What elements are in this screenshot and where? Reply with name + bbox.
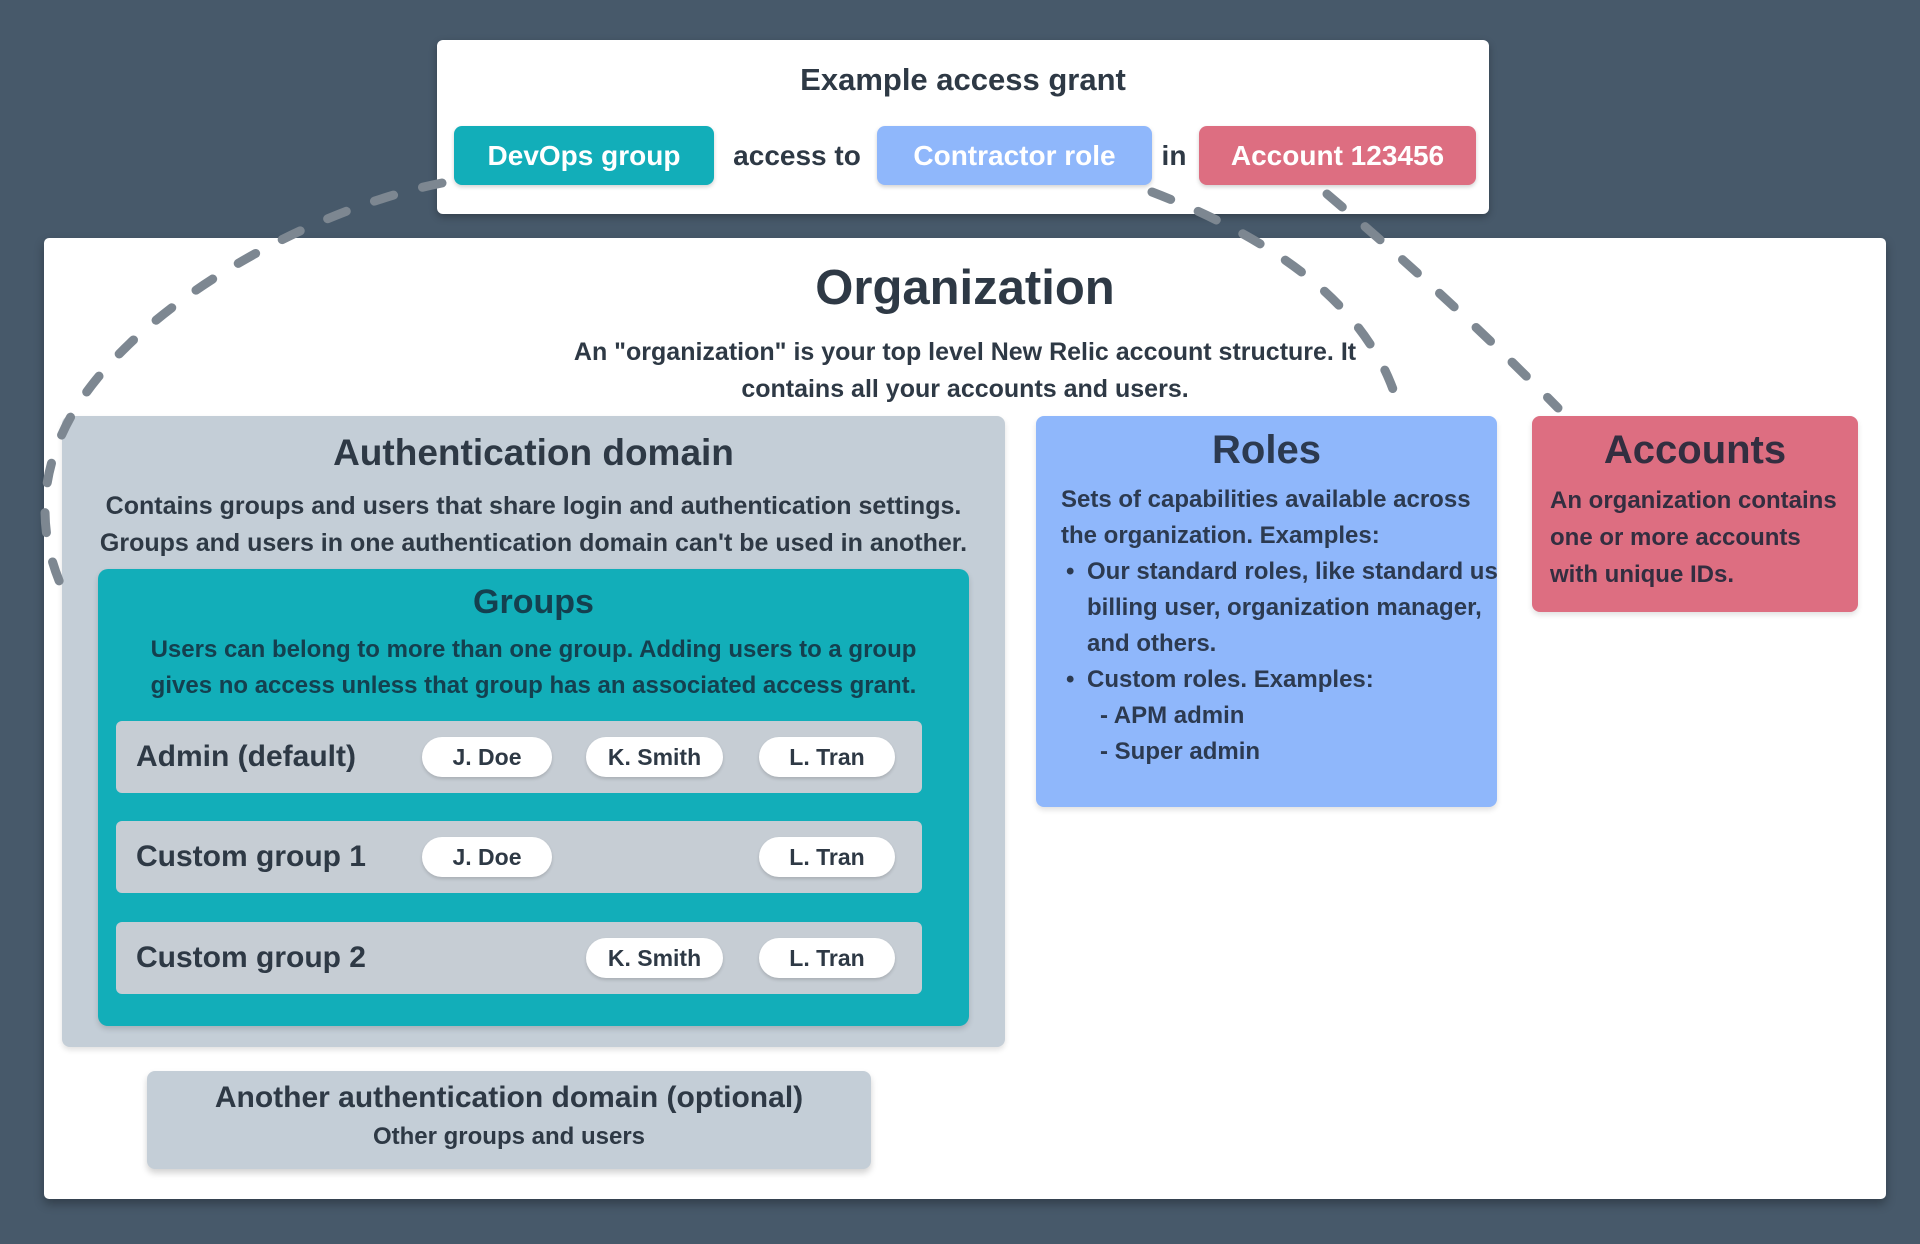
organization-subtitle: An "organization" is your top level New …: [44, 334, 1886, 408]
group-row-label: Custom group 1: [136, 840, 366, 873]
organization-subtitle-line: contains all your accounts and users.: [741, 375, 1189, 403]
group-row-label: Admin (default): [136, 740, 356, 773]
roles-bullet: Custom roles. Examples:: [1061, 662, 1497, 698]
roles-intro-line: the organization. Examples:: [1061, 522, 1380, 549]
member-pill: L. Tran: [759, 737, 895, 777]
roles-intro-line: Sets of capabilities available across: [1061, 486, 1471, 513]
organization-subtitle-line: An "organization" is your top level New …: [573, 338, 1357, 366]
another-auth-domain-subtitle: Other groups and users: [372, 1123, 646, 1150]
authentication-domain-description-line: Groups and users in one authentication d…: [99, 529, 968, 557]
authentication-domain-panel: Authentication domain Contains groups an…: [62, 416, 1005, 1047]
roles-panel: Roles Sets of capabilities available acr…: [1036, 416, 1497, 807]
group-row-label: Custom group 2: [136, 941, 366, 974]
roles-body: Sets of capabilities available across th…: [1061, 482, 1497, 770]
member-pill: J. Doe: [422, 737, 552, 777]
roles-title: Roles: [1212, 428, 1321, 472]
member-pill: J. Doe: [422, 837, 552, 877]
roles-bullet-list: Our standard roles, like standard user, …: [1061, 554, 1497, 698]
roles-subitem: - APM admin: [1100, 702, 1245, 729]
roles-subitem: - Super admin: [1100, 738, 1261, 765]
organization-card: Organization An "organization" is your t…: [44, 238, 1886, 1199]
authentication-domain-description-line: Contains groups and users that share log…: [105, 492, 962, 520]
group-row-custom-1: Custom group 1 J. Doe L. Tran: [116, 821, 922, 893]
member-pill: K. Smith: [586, 938, 723, 978]
organization-title: Organization: [815, 261, 1115, 315]
example-access-grant-title: Example access grant: [800, 62, 1126, 97]
authentication-domain-description: Contains groups and users that share log…: [62, 488, 1005, 562]
account-chip: Account 123456: [1199, 126, 1476, 185]
group-row-admin: Admin (default) J. Doe K. Smith L. Tran: [116, 721, 922, 793]
groups-title: Groups: [473, 583, 594, 621]
member-pill: L. Tran: [759, 938, 895, 978]
in-label: in: [1161, 140, 1187, 171]
group-row-custom-2: Custom group 2 K. Smith L. Tran: [116, 922, 922, 994]
member-pill: L. Tran: [759, 837, 895, 877]
example-access-grant-card: Example access grant DevOps group access…: [437, 40, 1489, 214]
accounts-body-line: one or more accounts: [1550, 524, 1801, 551]
accounts-panel: Accounts An organization contains one or…: [1532, 416, 1858, 612]
groups-description-line: gives no access unless that group has an…: [150, 672, 917, 699]
member-pill: K. Smith: [586, 737, 723, 777]
accounts-body-line: with unique IDs.: [1550, 561, 1734, 588]
groups-description: Users can belong to more than one group.…: [98, 632, 969, 704]
groups-panel: Groups Users can belong to more than one…: [98, 569, 969, 1026]
groups-description-line: Users can belong to more than one group.…: [150, 636, 917, 663]
roles-bullet: Our standard roles, like standard user, …: [1061, 554, 1497, 662]
authentication-domain-title: Authentication domain: [333, 432, 734, 473]
another-auth-domain-title: Another authentication domain (optional): [214, 1081, 804, 1114]
accounts-title: Accounts: [1603, 428, 1787, 472]
accounts-body: An organization contains one or more acc…: [1550, 482, 1850, 593]
devops-group-chip: DevOps group: [454, 126, 714, 185]
accounts-body-line: An organization contains: [1550, 487, 1837, 514]
contractor-role-chip: Contractor role: [877, 126, 1152, 185]
access-to-label: access to: [733, 140, 861, 171]
another-auth-domain-panel: Another authentication domain (optional)…: [147, 1071, 871, 1169]
